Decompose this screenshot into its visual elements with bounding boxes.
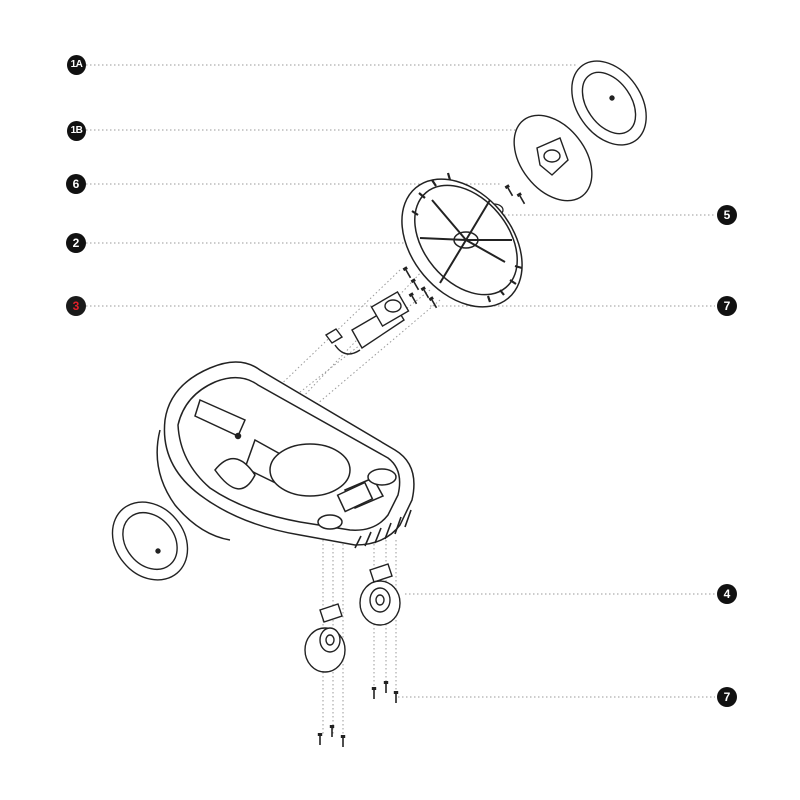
callout-5: 5: [717, 205, 737, 225]
caster-wheel-front: [304, 603, 346, 673]
mower-chassis: [156, 361, 415, 549]
drive-wheel-2: [401, 172, 523, 308]
callout-1b: 1B: [67, 121, 86, 141]
callout-1a: 1A: [67, 55, 86, 75]
callout-4: 4: [717, 584, 737, 604]
callout-3: 3: [66, 296, 86, 316]
hub-plate-1b: [513, 114, 593, 202]
callout-7-caster: 7: [717, 687, 737, 707]
cover-1a: [571, 60, 647, 146]
cover-bottom: [111, 501, 189, 581]
callout-7-motor: 7: [717, 296, 737, 316]
caster-screws: [316, 680, 400, 748]
caster-wheel-rear: [359, 563, 401, 626]
callout-2: 2: [66, 233, 86, 253]
callout-6: 6: [66, 174, 86, 194]
motor-3: [324, 291, 410, 355]
